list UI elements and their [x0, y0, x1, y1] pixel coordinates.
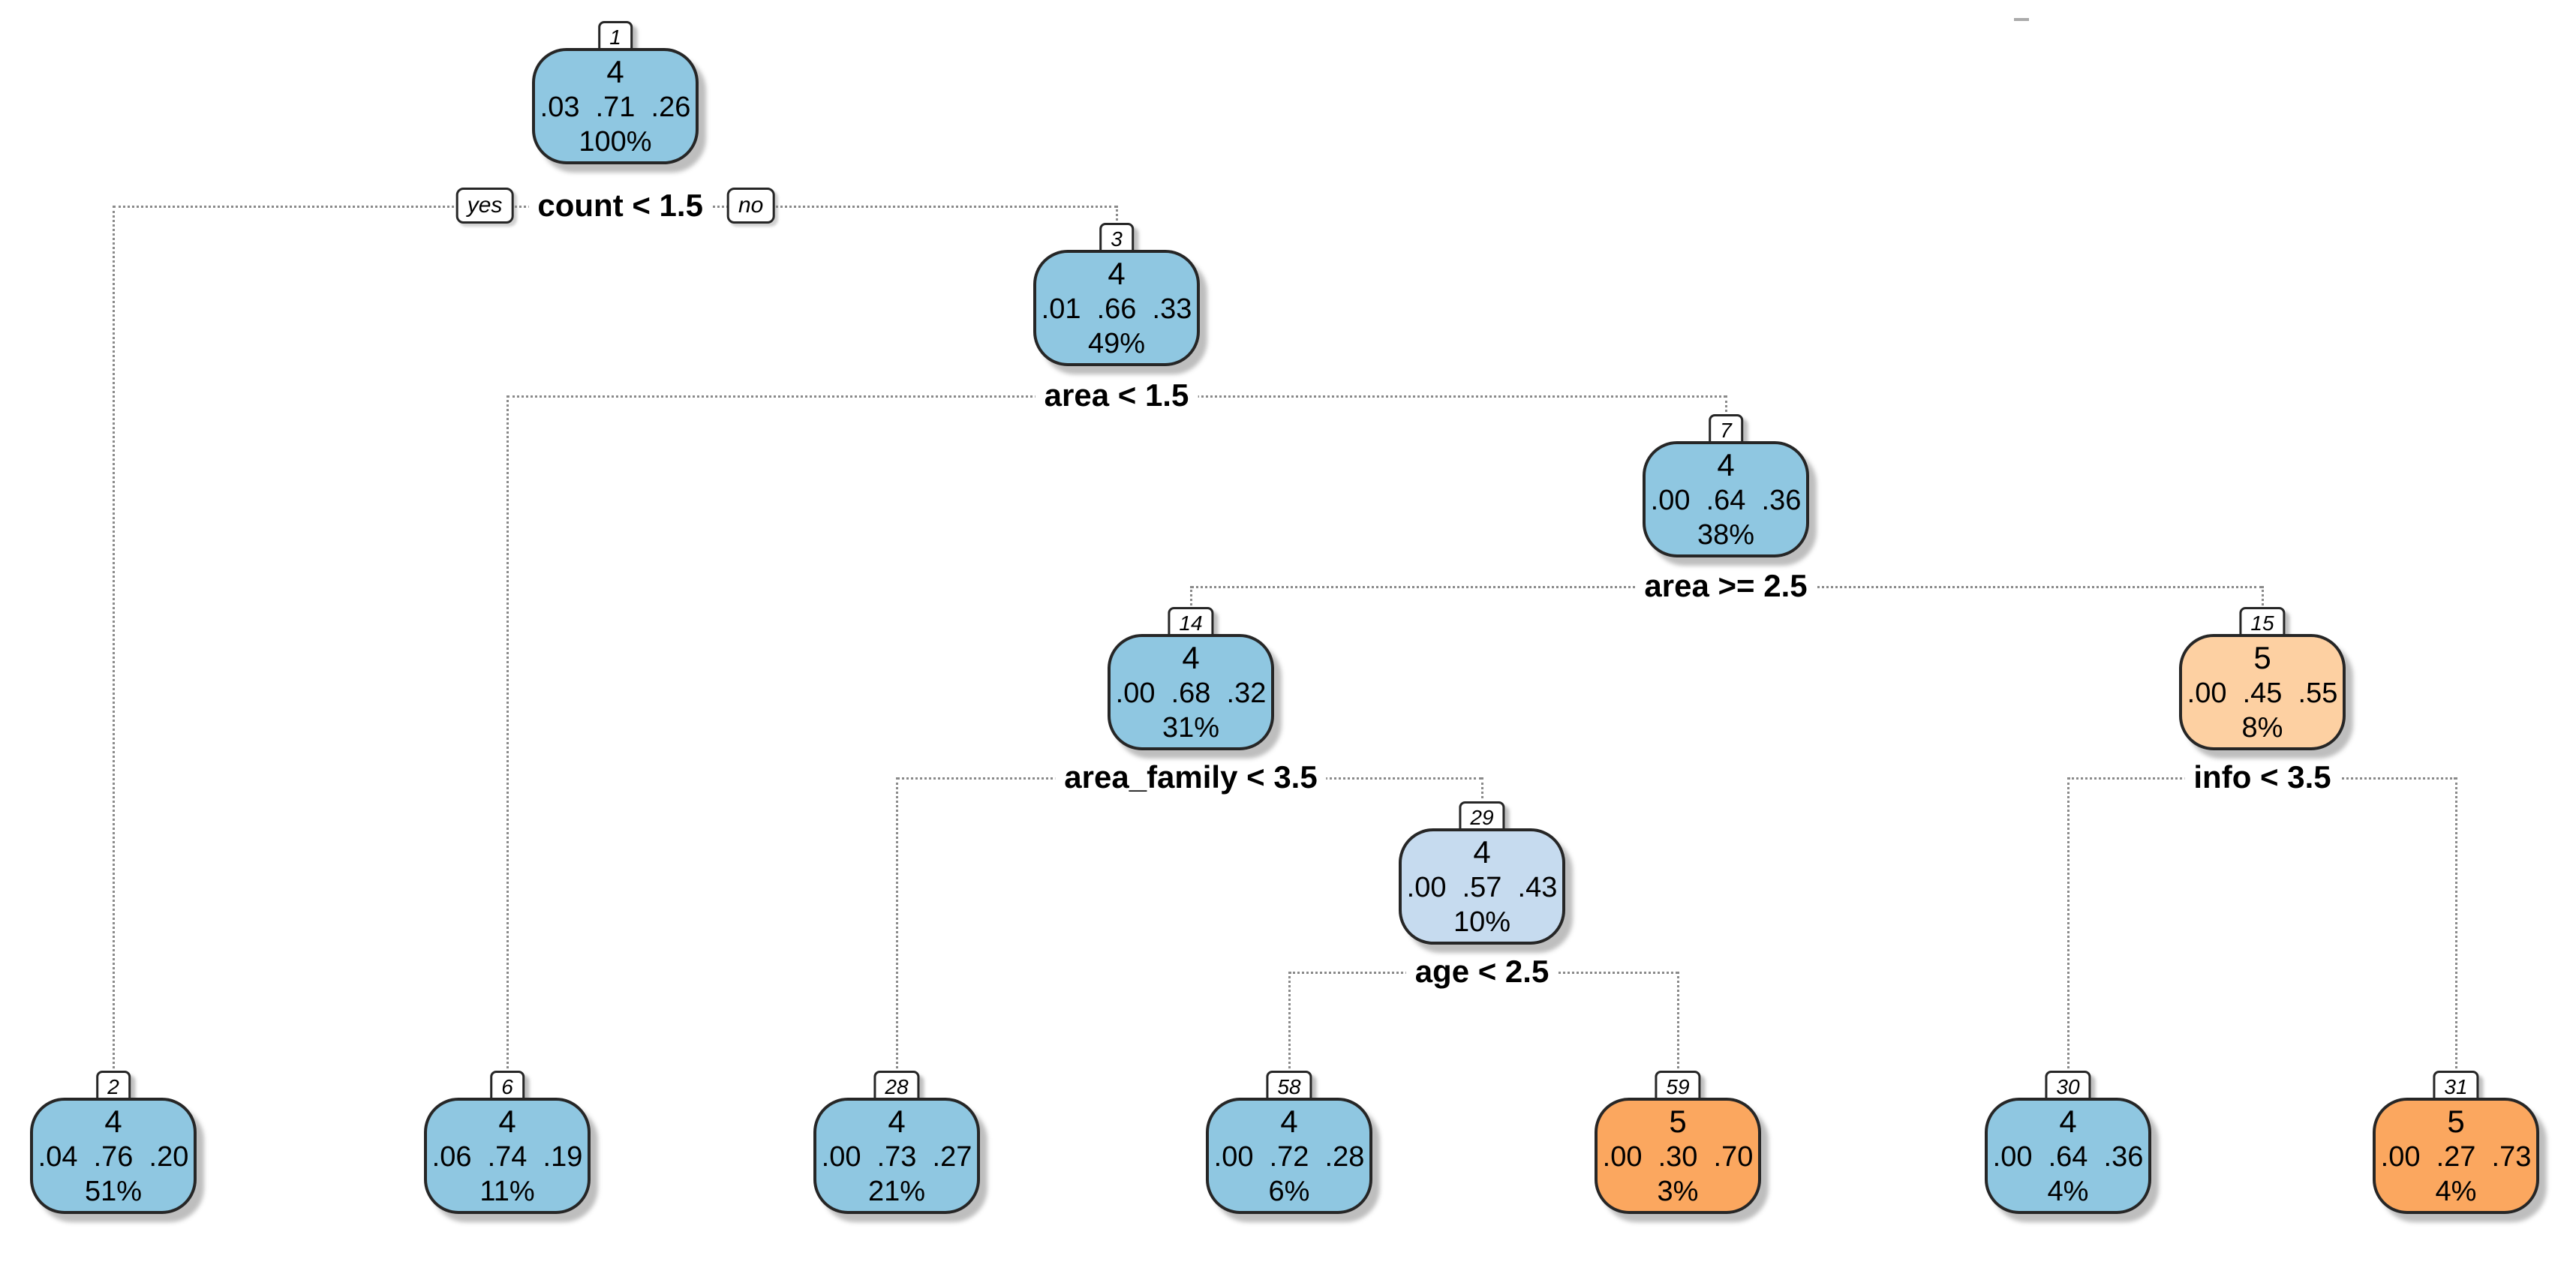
node-probabilities: .00 .27 .73 — [2380, 1140, 2532, 1173]
split-condition: area_family < 3.5 — [1055, 757, 1327, 798]
tree-node-7: 7 4 .00 .64 .36 38% — [1643, 414, 1809, 557]
node-class: 4 — [1717, 446, 1735, 482]
tree-node-14: 14 4 .00 .68 .32 31% — [1108, 607, 1274, 750]
node-probabilities: .00 .68 .32 — [1115, 677, 1267, 709]
branch-line-vertical — [2262, 586, 2264, 609]
node-class: 5 — [2447, 1103, 2465, 1139]
yes-branch-tag: yes — [455, 188, 514, 224]
node-class: 4 — [498, 1103, 516, 1139]
node-probabilities: .00 .30 .70 — [1602, 1140, 1754, 1173]
node-coverage: 10% — [1453, 906, 1511, 938]
tree-node-29: 29 4 .00 .57 .43 10% — [1399, 801, 1565, 945]
split-label: area_family < 3.5 — [1055, 757, 1327, 798]
node-body: 5 .00 .27 .73 4% — [2373, 1098, 2539, 1214]
node-body: 4 .06 .74 .19 11% — [424, 1098, 591, 1214]
tree-node-30: 30 4 .00 .64 .36 4% — [1985, 1071, 2151, 1214]
branch-line-vertical — [1190, 586, 1192, 609]
branch-line-vertical — [2067, 777, 2070, 1073]
node-class: 4 — [104, 1103, 122, 1139]
branch-line-vertical — [1481, 777, 1483, 804]
split-condition: count < 1.5 — [528, 185, 712, 226]
node-body: 5 .00 .30 .70 3% — [1595, 1098, 1761, 1214]
node-probabilities: .00 .72 .28 — [1213, 1140, 1365, 1173]
tree-node-15: 15 5 .00 .45 .55 8% — [2179, 607, 2346, 750]
tree-node-3: 3 4 .01 .66 .33 49% — [1033, 223, 1200, 366]
node-body: 4 .00 .64 .36 38% — [1643, 441, 1809, 557]
node-coverage: 31% — [1162, 711, 1220, 744]
branch-line-vertical — [1677, 972, 1679, 1073]
node-coverage: 21% — [867, 1175, 926, 1207]
node-coverage: 4% — [2435, 1175, 2477, 1207]
split-label: age < 2.5 — [1405, 951, 1559, 992]
node-body: 4 .00 .72 .28 6% — [1206, 1098, 1372, 1214]
node-body: 4 .01 .66 .33 49% — [1033, 250, 1200, 366]
node-coverage: 3% — [1657, 1175, 1699, 1207]
tree-node-28: 28 4 .00 .73 .27 21% — [813, 1071, 980, 1214]
node-body: 4 .00 .68 .32 31% — [1108, 634, 1274, 750]
node-class: 5 — [1669, 1103, 1687, 1139]
node-probabilities: .00 .45 .55 — [2187, 677, 2338, 709]
node-coverage: 6% — [1268, 1175, 1310, 1207]
tree-node-1: 1 4 .03 .71 .26 100% — [532, 21, 699, 164]
branch-line-vertical — [1288, 972, 1291, 1073]
node-coverage: 4% — [2047, 1175, 2089, 1207]
node-class: 4 — [606, 53, 624, 89]
node-class: 4 — [1182, 639, 1200, 675]
node-body: 4 .04 .76 .20 51% — [30, 1098, 197, 1214]
branch-line-vertical — [113, 206, 115, 1073]
stray-mark — [2014, 18, 2029, 21]
node-body: 4 .03 .71 .26 100% — [532, 48, 699, 164]
node-class: 4 — [2059, 1103, 2077, 1139]
node-probabilities: .06 .74 .19 — [431, 1140, 583, 1173]
branch-line-vertical — [1725, 395, 1727, 416]
split-condition: info < 3.5 — [2184, 757, 2340, 798]
node-body: 5 .00 .45 .55 8% — [2179, 634, 2346, 750]
node-probabilities: .00 .64 .36 — [1650, 484, 1802, 516]
node-probabilities: .01 .66 .33 — [1041, 293, 1192, 325]
node-class: 4 — [888, 1103, 906, 1139]
node-coverage: 100% — [579, 125, 652, 158]
node-coverage: 49% — [1087, 327, 1146, 359]
node-probabilities: .04 .76 .20 — [38, 1140, 189, 1173]
branch-line-vertical — [506, 395, 509, 1073]
node-body: 4 .00 .64 .36 4% — [1985, 1098, 2151, 1214]
node-probabilities: .03 .71 .26 — [540, 91, 691, 123]
branch-line-vertical — [1116, 206, 1118, 225]
node-body: 4 .00 .57 .43 10% — [1399, 828, 1565, 945]
node-probabilities: .00 .57 .43 — [1406, 871, 1558, 903]
node-coverage: 38% — [1697, 518, 1755, 551]
split-condition: area < 1.5 — [1035, 375, 1198, 416]
branch-line-vertical — [2455, 777, 2457, 1073]
split-label: area >= 2.5 — [1635, 566, 1817, 606]
node-class: 4 — [1280, 1103, 1298, 1139]
node-probabilities: .00 .64 .36 — [1992, 1140, 2144, 1173]
node-class: 4 — [1108, 255, 1126, 291]
node-coverage: 11% — [479, 1175, 535, 1207]
no-branch-tag: no — [726, 188, 775, 224]
split-label: area < 1.5 — [1035, 375, 1198, 416]
node-class: 4 — [1473, 834, 1491, 870]
node-coverage: 51% — [84, 1175, 143, 1207]
split-condition: age < 2.5 — [1405, 951, 1559, 992]
tree-node-2: 2 4 .04 .76 .20 51% — [30, 1071, 197, 1214]
node-class: 5 — [2253, 639, 2271, 675]
tree-node-31: 31 5 .00 .27 .73 4% — [2373, 1071, 2539, 1214]
branch-line-vertical — [896, 777, 898, 1073]
tree-node-59: 59 5 .00 .30 .70 3% — [1595, 1071, 1761, 1214]
split-condition: area >= 2.5 — [1635, 566, 1817, 606]
tree-node-58: 58 4 .00 .72 .28 6% — [1206, 1071, 1372, 1214]
root-split-label: yes count < 1.5 no — [455, 185, 775, 226]
node-coverage: 8% — [2241, 711, 2283, 744]
tree-node-6: 6 4 .06 .74 .19 11% — [424, 1071, 591, 1214]
node-body: 4 .00 .73 .27 21% — [813, 1098, 980, 1214]
split-label: info < 3.5 — [2184, 757, 2340, 798]
node-probabilities: .00 .73 .27 — [821, 1140, 972, 1173]
